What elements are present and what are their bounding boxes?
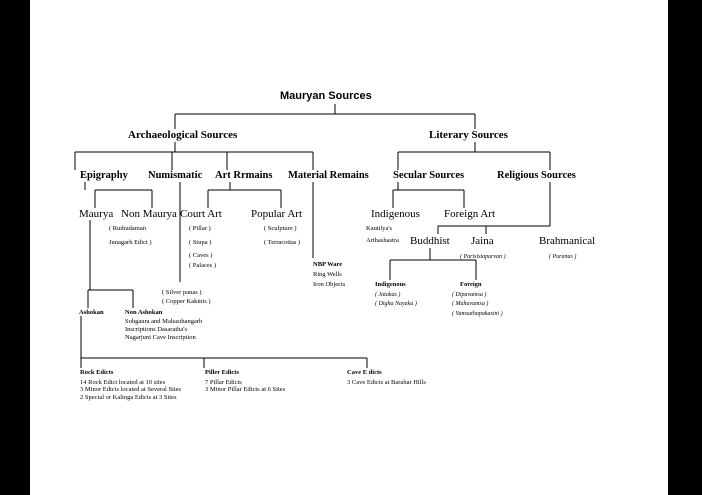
note-puranas: ( Puranas ) xyxy=(549,254,577,260)
note-caves: ( Caves ) xyxy=(189,252,213,259)
note-sohgaura: Sohgaura and Mahasthangarh xyxy=(125,318,203,325)
note-sculpture: ( Sculpture ) xyxy=(264,225,297,232)
note-vamsathapakasini: ( Vamsathapakasini ) xyxy=(452,311,503,317)
note-rock-edicts-3: 2 Special or Kalinga Edicts at 3 Sites xyxy=(80,394,177,401)
note-pillar: ( Pillar ) xyxy=(189,225,211,232)
connector-lines xyxy=(74,104,551,368)
note-nagarjuni-cave: Nagarjuni Cave Inscription xyxy=(125,334,196,341)
note-piller-edicts-2: 3 Minor Pillar Edicts at 6 Sites xyxy=(205,386,286,393)
node-ashokan: Ashokan xyxy=(79,309,104,316)
note-dipavamsa: ( Dipavamsa ) xyxy=(452,292,487,298)
node-cave-edicts: Cave E dicts xyxy=(347,369,382,376)
node-brahmanical: Brahmanical xyxy=(539,235,596,247)
node-popular-art: Popular Art xyxy=(251,208,303,220)
node-rock-edicts: Rock Edicts xyxy=(80,369,114,376)
note-palaces: ( Palaces ) xyxy=(189,262,217,269)
note-kautilya: Kautilya's xyxy=(366,225,393,232)
node-maurya: Maurya xyxy=(79,208,114,220)
note-parisistaparvan: ( Parisistaparvan ) xyxy=(460,254,506,260)
node-jaina: Jaina xyxy=(471,235,494,247)
note-cave-edicts-1: 3 Cave Edicts at Barabar Hills xyxy=(347,379,426,386)
node-religious-sources: Religious Sources xyxy=(497,170,576,181)
node-foreign-art: Foreign Art xyxy=(444,208,496,220)
node-nbp-ware: NBP Ware xyxy=(313,261,343,268)
node-material-remains: Material Remains xyxy=(288,170,369,181)
node-piller-edicts: Piller Edicts xyxy=(205,369,240,376)
note-rudradaman: ( Rudradaman xyxy=(109,225,147,232)
diagram-page: Mauryan Sources Archaeological Sources L… xyxy=(30,0,668,495)
note-iron-objects: Iron Objects xyxy=(313,281,346,288)
note-digha-nayaka: ( Digha Nayaka ) xyxy=(375,301,417,307)
node-non-ashokan: Non Ashokan xyxy=(125,309,163,316)
node-epigraphy: Epigraphy xyxy=(80,170,128,181)
note-rock-edicts-1: 14 Rock Edict located at 10 sites xyxy=(80,379,166,386)
node-non-maurya: Non Maurya xyxy=(121,208,177,220)
note-ring-wells: Ring Wells xyxy=(313,271,342,278)
note-copper-kakinis: ( Copper Kakinis ) xyxy=(162,298,211,305)
node-art-remains: Art Rrmains xyxy=(215,170,273,181)
diagram-title: Mauryan Sources xyxy=(280,90,372,102)
node-literary-sources: Literary Sources xyxy=(429,129,508,141)
node-indigenous: Indigenous xyxy=(371,208,420,220)
note-arthashastra: Arthashastra xyxy=(366,237,399,244)
note-terracottas: ( Terracottas ) xyxy=(264,239,301,246)
node-archaeological-sources: Archaeological Sources xyxy=(128,129,238,141)
node-buddhist-indigenous: Indigenous xyxy=(375,281,406,288)
note-jatakas: ( Jatakas ) xyxy=(375,292,401,298)
note-stupa: ( Stupa ) xyxy=(189,239,212,246)
note-mahavamsa: ( Mahavamsa ) xyxy=(452,301,489,307)
note-piller-edicts-1: 7 Pillar Edicts xyxy=(205,379,242,386)
note-junagarh-edict: Junagarh Edict ) xyxy=(109,239,152,246)
node-numismatic: Numismatic xyxy=(148,170,203,181)
note-inscriptions-dasaratha: Inscriptions Dasaratha's xyxy=(125,326,188,333)
node-court-art: Court Art xyxy=(180,208,222,220)
node-secular-sources: Secular Sources xyxy=(393,170,465,181)
node-buddhist: Buddhist xyxy=(410,235,450,247)
note-rock-edicts-2: 3 Minor Edicts located at Several Sites xyxy=(80,386,182,393)
node-buddhist-foreign: Foreign xyxy=(460,281,482,288)
note-silver-panas: ( Silver panas ) xyxy=(162,289,202,296)
